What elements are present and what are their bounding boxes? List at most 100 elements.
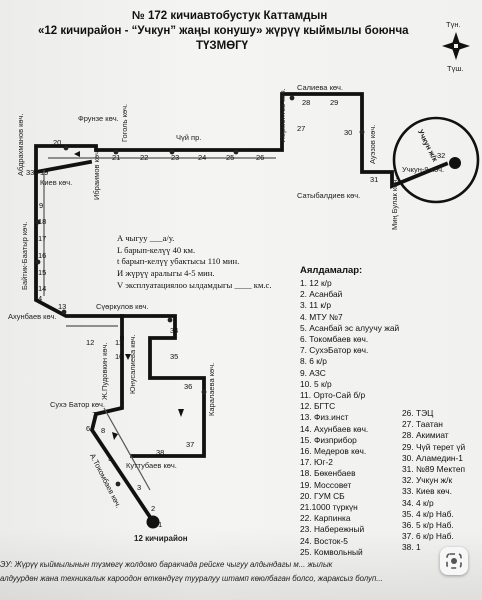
stop-number: 35 bbox=[170, 352, 179, 361]
stop-number: 11 bbox=[115, 338, 123, 347]
terminal-label: 12 кичирайон bbox=[134, 534, 188, 543]
stop-list-item: 13. Физ.инст bbox=[300, 412, 349, 423]
stop-number: 5 bbox=[108, 454, 113, 463]
stop-list-item: 22. Карпинка bbox=[300, 513, 351, 524]
stop-number: 6 bbox=[86, 424, 91, 433]
stop-number: 37 bbox=[186, 440, 195, 449]
stop-number: 18 bbox=[38, 217, 47, 226]
stop-list-item: 8. 6 к/р bbox=[300, 356, 327, 367]
stop-number: 25 bbox=[226, 153, 235, 162]
stop-list-item: 24. Восток-5 bbox=[300, 535, 348, 546]
stop-number: 29 bbox=[330, 98, 339, 107]
stop-number: 16 bbox=[38, 251, 47, 260]
stop-list-item: 26. ТЭЦ bbox=[402, 408, 434, 418]
stop-list-item: 3. 11 к/р bbox=[300, 300, 331, 311]
stop-number: 23 bbox=[171, 153, 180, 162]
street-uchkun-9: Учкун-9 көч. bbox=[402, 165, 445, 174]
stop-list-item: 32. Учкун ж/к bbox=[402, 475, 453, 486]
stop-number: 1 bbox=[158, 520, 163, 529]
stop-list-item: 5. Асанбай эс алуучу жай bbox=[300, 322, 400, 333]
street-kiev: Киев көч. bbox=[40, 178, 73, 187]
stop-list-item: 33. Киев көч. bbox=[402, 486, 452, 497]
stop-number: 26 bbox=[256, 153, 265, 162]
stop-number: 12 bbox=[86, 338, 95, 347]
info-distance: L барып-келүү 40 км. bbox=[117, 245, 196, 255]
stop-number: 30 bbox=[344, 128, 353, 137]
stop-list-item: 37. 6 к/р Наб. bbox=[402, 531, 454, 542]
footer-note-2: алдуурдөн жана техникалык кароодон өткөн… bbox=[0, 574, 383, 583]
street-auezov: Ауэзов көч. bbox=[368, 124, 377, 164]
compass-north-label: Түн. bbox=[446, 20, 461, 29]
street-abdrahmanov: Абдрахманов көч. bbox=[16, 113, 25, 176]
stop-list-item: 6. Токомбаев көч. bbox=[300, 334, 369, 344]
stop-number: 24 bbox=[198, 153, 207, 162]
lens-icon bbox=[446, 553, 462, 569]
street-suhe: Сухэ Батор көч. bbox=[50, 400, 105, 409]
street-lermontov: Лермонтов көч. bbox=[278, 88, 287, 142]
street-kuttubaev: Куттубаев көч. bbox=[126, 461, 177, 470]
stops-heading: Аялдамалар: bbox=[300, 265, 363, 276]
stop-number: 34 bbox=[170, 326, 179, 335]
stop-list-item: 7. СухэБатор көч. bbox=[300, 345, 369, 356]
stop-list-item: 18. Бөкенбаев bbox=[300, 468, 356, 479]
street-chuy: Чүй пр. bbox=[176, 133, 202, 142]
street-frunze: Фрунзе көч. bbox=[78, 114, 119, 123]
stop-list-item: 15. Физприбор bbox=[300, 434, 357, 445]
stop-list-item: 31. №89 Мектеп bbox=[402, 464, 466, 474]
stop-list-item: 10. 5 к/р bbox=[300, 378, 332, 389]
stop-number: 19 bbox=[40, 168, 49, 177]
stop-number: 38 bbox=[156, 448, 165, 457]
compass-south-label: Түш. bbox=[447, 64, 464, 73]
street-ahunbaev: Ахунбаев көч. bbox=[8, 312, 57, 321]
street-salieva: Салиева көч. bbox=[297, 83, 344, 92]
lens-search-button[interactable] bbox=[440, 547, 468, 575]
stop-number: 13 bbox=[58, 302, 67, 311]
stop-number: 31 bbox=[370, 175, 379, 184]
title-line-2: «12 кичирайон - “Учкун” жаңы конушу» жүр… bbox=[38, 25, 409, 37]
street-yunusalieva: Юнусалиева көч. bbox=[128, 334, 137, 394]
stop-list-item: 11. Орто-Сай б/р bbox=[300, 390, 366, 400]
stop-number: 7 bbox=[92, 410, 97, 419]
info-interval: И жүрүү аралыгы 4-5 мин. bbox=[117, 268, 215, 278]
stop-number: 33 bbox=[26, 168, 35, 177]
info-speed: V эксплуатациялоо ылдамдыгы ____ км.с. bbox=[117, 280, 272, 290]
stop-number: 2 bbox=[151, 504, 156, 513]
stop-number: 9 bbox=[39, 201, 44, 210]
street-karalaeva: Каралаева көч. bbox=[207, 362, 216, 416]
stop-list-item: 19. Моссовет bbox=[300, 479, 352, 490]
stop-number: 20 bbox=[53, 138, 62, 147]
stop-list-item: 21.1000 түркүн bbox=[300, 502, 358, 512]
street-suyorkulov: Сүөркулов көч. bbox=[96, 302, 149, 311]
stop-list-item: 17. Юг-2 bbox=[300, 457, 333, 468]
stop-list-item: 20. ГУМ СБ bbox=[300, 490, 345, 501]
stop-list-item: 27. Таатан bbox=[402, 419, 443, 430]
title-line-1: № 172 кичиавтобустук Каттамдын bbox=[132, 10, 328, 22]
street-ibraimov: Ибраимов көч. bbox=[92, 148, 101, 200]
stop-list-item: 12. БГТС bbox=[300, 401, 336, 412]
street-gogol: Гоголь көч. bbox=[120, 103, 129, 142]
title-line-3: ТҮЗМӨГҮ bbox=[196, 40, 249, 52]
stop-list-item: 9. АЗС bbox=[300, 367, 326, 378]
stop-list-item: 16. Медеров көч. bbox=[300, 446, 367, 456]
stop-list-item: 34. 4 к/р bbox=[402, 497, 434, 508]
stop-number: 36 bbox=[184, 382, 193, 391]
stop-number: 10 bbox=[115, 352, 124, 361]
stop-list-item: 1. 12 к/р bbox=[300, 278, 332, 288]
street-min-bulak: Миң Булак көч. bbox=[390, 177, 399, 230]
stop-list-item: 29. Чүй терет үй bbox=[402, 441, 466, 452]
stop-list-item: 25. Комвольный bbox=[300, 546, 363, 557]
info-duration: t барып-келүү убактысы 110 мин. bbox=[117, 256, 240, 266]
stop-number: 32 bbox=[437, 151, 446, 160]
stop-list-item: 14. Ахунбаев көч. bbox=[300, 423, 369, 434]
street-satybaldiev: Сатыбалдиев көч. bbox=[297, 191, 361, 200]
stop-list-item: 4. МТУ №7 bbox=[300, 311, 343, 322]
stop-number: 17 bbox=[38, 234, 47, 243]
stop-list-item: 36. 5 к/р Наб. bbox=[402, 520, 454, 530]
stop-number: 14 bbox=[38, 284, 47, 293]
stop-number: 22 bbox=[140, 153, 149, 162]
stop-list-item: 38. 1 bbox=[402, 542, 421, 553]
stop-number: 4 bbox=[38, 294, 43, 303]
stop-list-item: 23. Набережный bbox=[300, 524, 365, 535]
